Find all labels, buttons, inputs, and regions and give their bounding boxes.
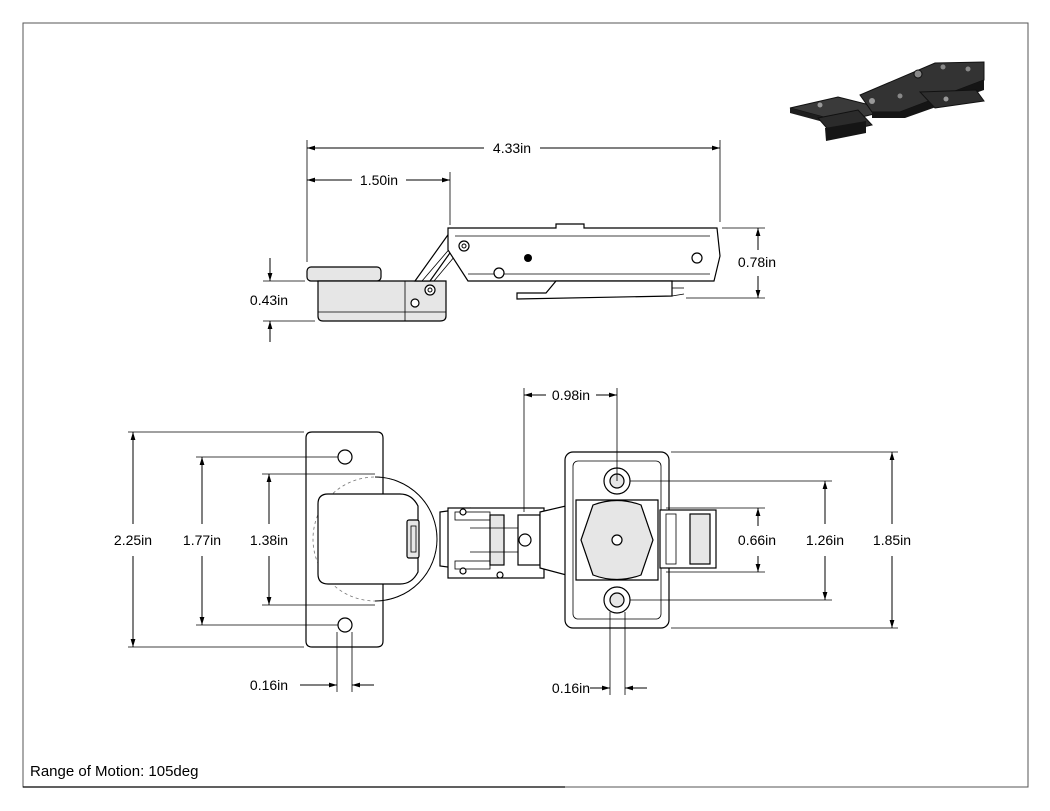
hinge-isometric-icon [789,61,985,141]
side-view-hinge [306,223,721,322]
dim-overall-length-label: 4.33in [493,140,531,156]
dim-base-hole-spacing-label: 1.26in [806,532,844,548]
dim-base-plate-height: 1.85in [671,451,911,629]
dim-cup-hole-offset-label: 0.16in [250,677,288,693]
dim-cup-depth-label: 0.43in [250,292,288,308]
dim-cup-offset: 1.50in [307,172,451,225]
cup-inner [317,493,419,585]
cup-flange [306,266,382,282]
range-of-motion-note: Range of Motion: 105deg [30,763,198,780]
dim-cup-plate-height: 2.25in [114,431,304,648]
dim-center-slot-label: 0.66in [738,532,776,548]
dim-cup-depth: 0.43in [250,258,315,342]
dim-base-hole-offset: 0.16in [552,612,647,696]
dim-cup-hole-spacing: 1.77in [183,456,338,626]
cup-body [317,280,447,322]
dim-base-plate-height-label: 1.85in [873,532,911,548]
dim-arm-height-label: 0.78in [738,254,776,270]
dim-cup-diameter-label: 1.38in [250,532,288,548]
dim-base-hole-spacing: 1.26in [630,480,844,601]
dim-overall-length: 4.33in [306,140,721,262]
hinge-arm [447,223,721,282]
dim-mount-hole-spacing: 0.98in [523,387,618,512]
top-view-hinge [305,431,717,648]
mounting-base [516,280,673,300]
dim-cup-plate-height-label: 2.25in [114,532,152,548]
dim-cup-diameter: 1.38in [250,473,375,606]
dim-cup-offset-label: 1.50in [360,172,398,188]
dim-base-hole-offset-label: 0.16in [552,680,590,696]
dim-mount-hole-spacing-label: 0.98in [552,387,590,403]
dim-cup-hole-spacing-label: 1.77in [183,532,221,548]
sheet-border [22,22,1029,788]
dim-arm-height: 0.78in [686,227,776,299]
dim-cup-hole-offset: 0.16in [250,632,374,693]
dim-center-slot: 0.66in [666,507,776,573]
